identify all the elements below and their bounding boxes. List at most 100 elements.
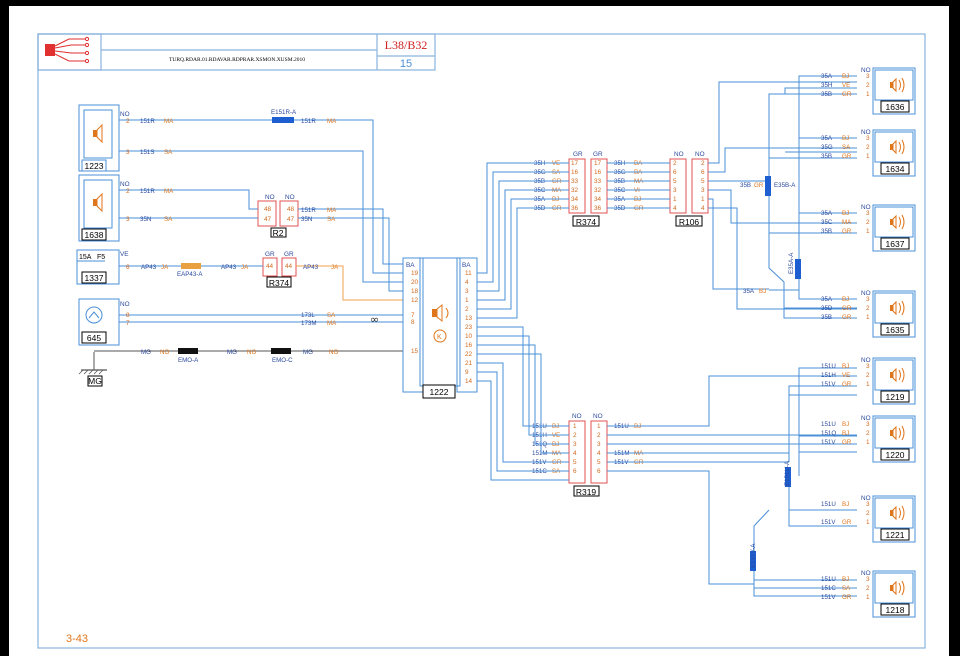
r106-pin-left: 5 [673,178,677,185]
svg-text:MG: MG [227,349,237,356]
connector-logo-icon [54,36,90,64]
ecu-left-pin: 20 [411,279,419,286]
sensor-wire-color: BJ [842,73,849,80]
left-wire-labels: NO 2 151R MA 3 151S SA NO 2 151R MA 3 35… [120,111,339,356]
sensor-inner [874,417,914,449]
sensor-pin: 3 [866,73,870,80]
fuse-rating: 15A [79,254,92,261]
connector-r2: R2 NO NO 48 47 48 47 [257,194,299,238]
sensor-pin: 3 [866,576,870,583]
sensor-inner [874,359,914,391]
ultrasonic-cone [892,425,897,441]
sensor-wire-code: 151U [821,576,836,583]
sensor-645: 645 [78,298,120,346]
svg-text:NO: NO [120,301,130,308]
svg-text:151R: 151R [140,118,155,125]
svg-text:48: 48 [287,206,295,213]
wiring-diagram: TURQ.RDAR.01.RDAVAR.RDPRAR.XSMON.XUSM.20… [37,33,926,649]
svg-text:VE: VE [120,251,129,258]
r374-pin-right: 16 [594,169,602,176]
ecu-left-pin: 12 [411,297,419,304]
svg-text:8: 8 [126,312,130,319]
splice-e151u [785,467,791,487]
sensor-pin: 1 [866,381,870,388]
ecu-right-pin: 3 [465,288,469,295]
sensor-label-box [880,100,910,113]
ultrasonic-cone [892,367,897,383]
svg-text:MG: MG [303,349,313,356]
r106-pin-left: 1 [673,196,677,203]
svg-text:NO: NO [329,349,338,356]
twist-icon: ∞ [370,313,379,326]
ecu-right-pin: 13 [465,315,473,322]
svg-text:151R: 151R [301,207,316,214]
ultrasonic-icon [890,585,893,591]
sensor-pin: 1 [866,314,870,321]
ecu-right-pin: 23 [465,324,473,331]
wave-icon [901,425,905,441]
sensor-wire-color: BJ [842,501,849,508]
ecu-k-icon [433,329,447,343]
sensor-wire-color: BJ [842,430,849,437]
svg-text:MA: MA [327,207,337,214]
ecu-right-pin: 14 [465,378,473,385]
ultrasonic-icon [890,144,893,150]
sensor-wire-code: 151Q [821,430,836,437]
label-r374: R374 [576,217,597,227]
sensor-wire-code: 151V [821,594,836,601]
svg-text:BA: BA [406,262,415,269]
sensor-label: 1221 [886,530,905,540]
svg-text:173M: 173M [301,320,316,327]
sensor-wire-code: 151U [821,421,836,428]
ecu-right-pin: 4 [465,279,469,286]
svg-text:47: 47 [264,216,272,223]
svg-text:35N: 35N [140,216,151,223]
sensor-pin: 1 [866,439,870,446]
ultrasonic-cone [892,77,897,93]
svg-text:35B: 35B [740,182,751,189]
r374-pin-left: 36 [571,205,579,212]
r106-pin-right: 5 [701,178,705,185]
sensor-wire-color: BJ [842,576,849,583]
ultrasonic-cone [892,214,897,230]
fuse-1337: 15A F5 1337 [76,249,120,285]
wave-icon [901,367,905,383]
ecu-right-pin: 16 [465,342,473,349]
speaker-icon [93,130,97,137]
sensor-wire-color: GR [842,305,852,312]
svg-text:K: K [437,334,442,341]
sensor-label-box [880,237,910,250]
splice-e151v [750,551,756,571]
sensor-pin: 3 [866,210,870,217]
sensor-wire-color: SA [842,585,851,592]
r374-pin-left: 32 [571,187,579,194]
sensor-inner [874,69,914,101]
r319-pin-right: 2 [597,432,601,439]
ecu-right-pin: 22 [465,351,473,358]
ultrasonic-icon [890,510,893,516]
wave-icon [898,141,901,153]
svg-text:3: 3 [126,149,130,156]
svg-text:151S: 151S [140,149,154,156]
sensor-pin: 2 [866,510,870,517]
r319-pin-right: 3 [597,441,601,448]
svg-text:35A: 35A [743,288,755,295]
sensor-pin: 3 [866,135,870,142]
svg-text:GR: GR [593,151,603,158]
splice-e35a [795,259,801,279]
sensor-no: NO [861,129,871,136]
title-block: TURQ.RDAR.01.RDAVAR.RDPRAR.XSMON.XUSM.20… [37,33,436,71]
title-logo-icon [45,44,55,56]
svg-text:NO: NO [120,111,130,118]
r106-pin-left: 3 [673,187,677,194]
svg-text:NO: NO [674,151,684,158]
sensor-wire-code: 35A [821,135,833,142]
sensor-no: NO [861,290,871,297]
sensor-pin: 2 [866,144,870,151]
